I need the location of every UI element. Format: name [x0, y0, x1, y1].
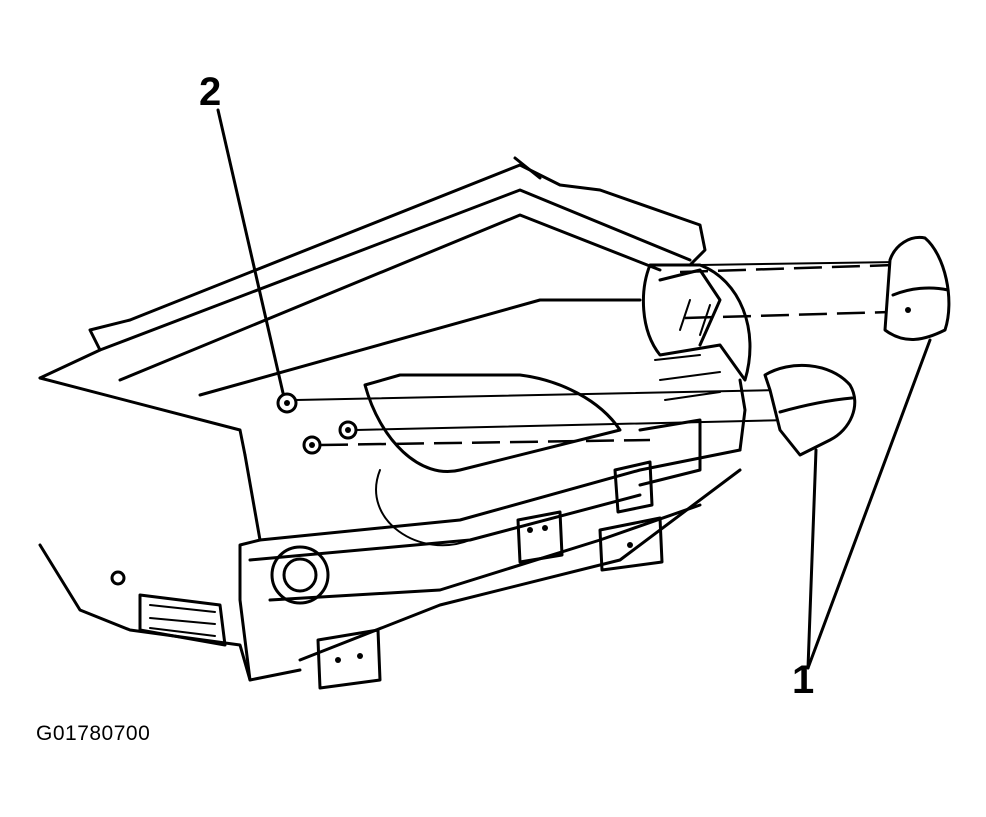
leader-lines — [216, 108, 932, 670]
callout-1: 1 — [792, 658, 815, 702]
lamp-openings — [363, 263, 752, 547]
tail-lamp-upper — [883, 235, 951, 341]
lamp-nuts — [276, 392, 358, 455]
alignment-lines — [295, 261, 896, 447]
callout-2: 2 — [199, 70, 222, 114]
rear-panel — [38, 378, 747, 690]
figure-id: G01780700 — [36, 722, 151, 745]
tail-lamp-lower — [763, 363, 857, 457]
deck-lid — [38, 156, 707, 457]
